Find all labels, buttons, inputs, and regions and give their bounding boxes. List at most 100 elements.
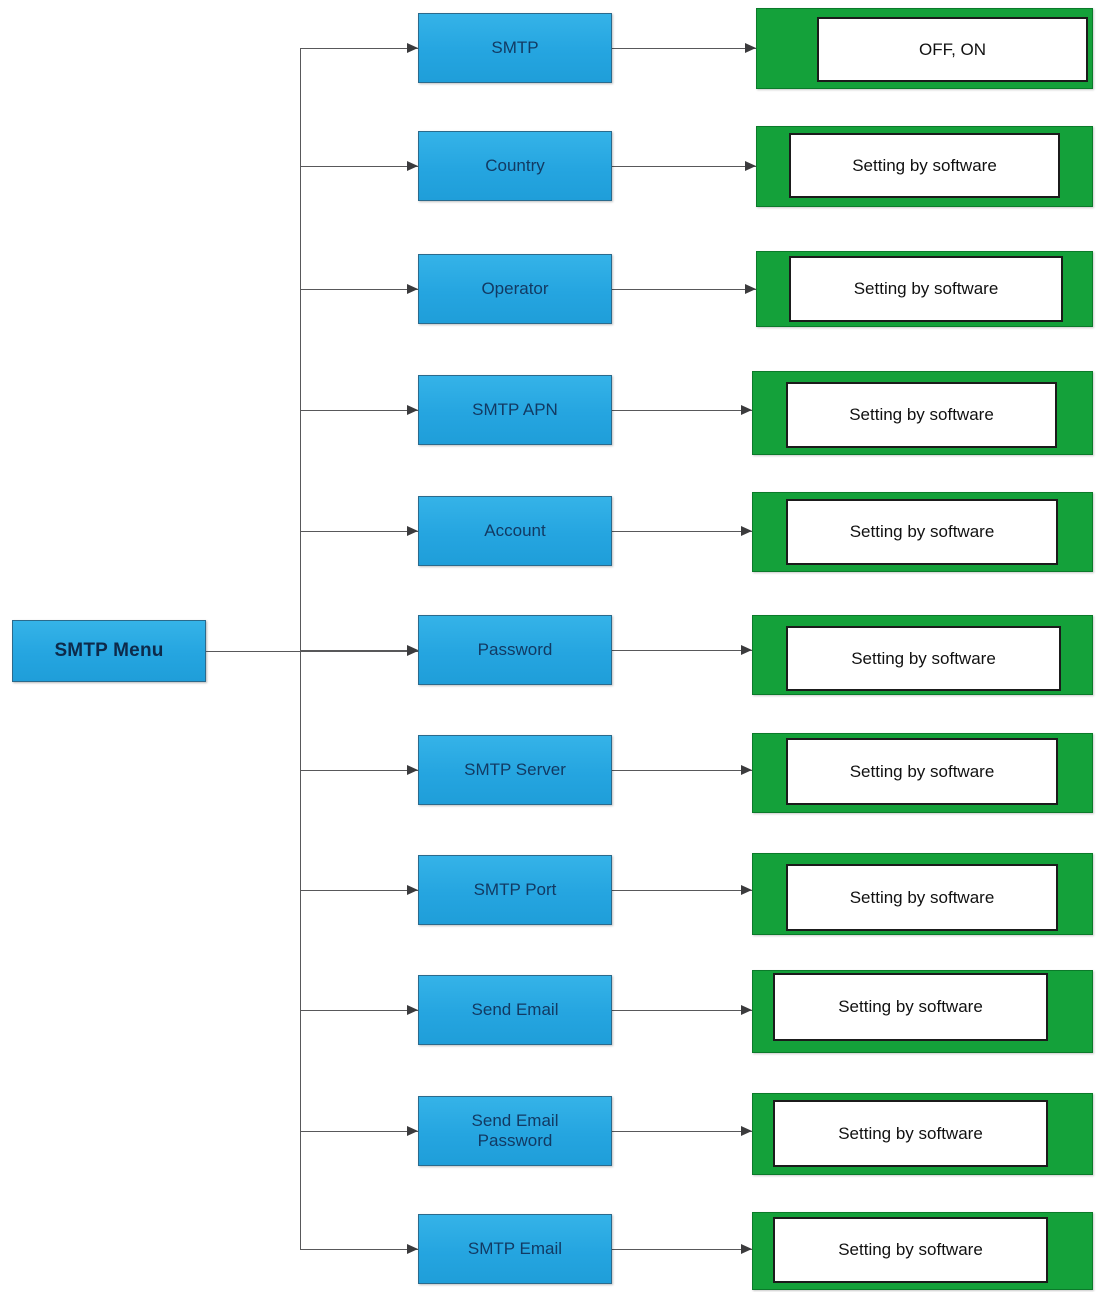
branch-arrow-icon-9 xyxy=(407,1005,418,1015)
value-arrow-icon-6 xyxy=(741,645,752,655)
menu-node-label: Country xyxy=(485,156,545,176)
branch-line-7 xyxy=(300,770,418,771)
value-label: Setting by software xyxy=(849,522,995,541)
value-inner-panel: Setting by software xyxy=(786,499,1058,565)
branch-line-10 xyxy=(300,1131,418,1132)
value-arrow-icon-9 xyxy=(741,1005,752,1015)
value-inner-panel: Setting by software xyxy=(786,626,1061,691)
value-arrow-icon-10 xyxy=(741,1126,752,1136)
value-label: Setting by software xyxy=(849,887,995,907)
value-inner-panel: Setting by software xyxy=(786,864,1058,931)
value-inner-panel: Setting by software xyxy=(789,133,1060,198)
value-line-9 xyxy=(612,1010,752,1011)
menu-node-label: SMTP Port xyxy=(473,880,557,900)
menu-node-send-email[interactable]: Send Email xyxy=(418,975,612,1045)
value-label: Setting by software xyxy=(849,761,995,781)
value-arrow-icon-2 xyxy=(745,161,756,171)
value-label: Setting by software xyxy=(838,1240,983,1259)
menu-node-label: Operator xyxy=(481,279,549,299)
branch-arrow-icon-2 xyxy=(407,161,418,171)
menu-node-label: Account xyxy=(484,521,546,541)
value-node-smtp[interactable]: OFF, ON xyxy=(756,8,1093,89)
menu-node-label: Password xyxy=(477,640,553,660)
branch-line-9 xyxy=(300,1010,418,1011)
menu-node-label: SMTP APN xyxy=(472,400,558,420)
value-arrow-icon-7 xyxy=(741,765,752,775)
value-line-11 xyxy=(612,1249,752,1250)
value-line-8 xyxy=(612,890,752,891)
menu-node-smtp-server[interactable]: SMTP Server xyxy=(418,735,612,805)
value-line-6 xyxy=(612,650,752,651)
value-label: Setting by software xyxy=(853,279,999,298)
menu-node-label: Send Email xyxy=(471,1000,559,1020)
value-arrow-icon-8 xyxy=(741,885,752,895)
branch-line-8 xyxy=(300,890,418,891)
value-label: Setting by software xyxy=(849,405,994,424)
branch-line-11 xyxy=(300,1249,418,1250)
value-line-7 xyxy=(612,770,752,771)
value-line-1 xyxy=(612,48,756,49)
menu-node-smtp[interactable]: SMTP xyxy=(418,13,612,83)
branch-line-4 xyxy=(300,410,418,411)
value-inner-panel: Setting by software xyxy=(773,1217,1048,1283)
trunk-line xyxy=(300,48,301,1249)
menu-node-password[interactable]: Password xyxy=(418,615,612,685)
root-node-label: SMTP Menu xyxy=(54,640,164,662)
value-node-smtp-server[interactable]: Setting by software xyxy=(752,733,1093,813)
menu-node-label: SMTP xyxy=(491,38,539,58)
value-arrow-icon-5 xyxy=(741,526,752,536)
value-inner-panel: OFF, ON xyxy=(817,17,1088,82)
menu-node-smtp-email[interactable]: SMTP Email xyxy=(418,1214,612,1284)
value-line-2 xyxy=(612,166,756,167)
value-label: Setting by software xyxy=(838,997,983,1016)
value-line-4 xyxy=(612,410,752,411)
value-node-smtp-apn[interactable]: Setting by software xyxy=(752,371,1093,455)
value-arrow-icon-4 xyxy=(741,405,752,415)
branch-arrow-icon-11 xyxy=(407,1244,418,1254)
root-node-smtp-menu[interactable]: SMTP Menu xyxy=(12,620,206,682)
menu-node-operator[interactable]: Operator xyxy=(418,254,612,324)
value-node-password[interactable]: Setting by software xyxy=(752,615,1093,695)
menu-node-smtp-apn[interactable]: SMTP APN xyxy=(418,375,612,445)
menu-node-label: SMTP Server xyxy=(464,760,566,780)
value-line-5 xyxy=(612,531,752,532)
branch-line-1 xyxy=(300,48,418,49)
branch-line-5 xyxy=(300,531,418,532)
value-label: Setting by software xyxy=(851,648,996,668)
branch-line-6 xyxy=(300,650,418,651)
menu-node-account[interactable]: Account xyxy=(418,496,612,566)
branch-arrow-icon-4 xyxy=(407,405,418,415)
value-line-10 xyxy=(612,1131,752,1132)
branch-arrow-icon-6 xyxy=(407,645,418,655)
root-stem-line xyxy=(206,651,418,652)
menu-node-smtp-port[interactable]: SMTP Port xyxy=(418,855,612,925)
value-node-account[interactable]: Setting by software xyxy=(752,492,1093,572)
value-arrow-icon-3 xyxy=(745,284,756,294)
value-node-smtp-port[interactable]: Setting by software xyxy=(752,853,1093,935)
value-inner-panel: Setting by software xyxy=(773,1100,1048,1167)
value-node-operator[interactable]: Setting by software xyxy=(756,251,1093,327)
branch-arrow-icon-10 xyxy=(407,1126,418,1136)
value-inner-panel: Setting by software xyxy=(786,382,1057,448)
value-node-send-email-password[interactable]: Setting by software xyxy=(752,1093,1093,1175)
branch-arrow-icon-3 xyxy=(407,284,418,294)
value-arrow-icon-11 xyxy=(741,1244,752,1254)
menu-node-country[interactable]: Country xyxy=(418,131,612,201)
value-label: OFF, ON xyxy=(918,39,987,59)
menu-node-send-email-password[interactable]: Send Email Password xyxy=(418,1096,612,1166)
menu-node-label: SMTP Email xyxy=(467,1239,563,1259)
value-inner-panel: Setting by software xyxy=(773,973,1048,1041)
branch-arrow-icon-8 xyxy=(407,885,418,895)
branch-line-3 xyxy=(300,289,418,290)
branch-arrow-icon-1 xyxy=(407,43,418,53)
value-inner-panel: Setting by software xyxy=(786,738,1058,805)
value-node-country[interactable]: Setting by software xyxy=(756,126,1093,207)
value-arrow-icon-1 xyxy=(745,43,756,53)
value-label: Setting by software xyxy=(852,155,997,175)
menu-node-label: Send Email Password xyxy=(471,1111,559,1150)
value-node-send-email[interactable]: Setting by software xyxy=(752,970,1093,1053)
value-node-smtp-email[interactable]: Setting by software xyxy=(752,1212,1093,1290)
value-label: Setting by software xyxy=(838,1123,983,1143)
value-inner-panel: Setting by software xyxy=(789,256,1063,322)
